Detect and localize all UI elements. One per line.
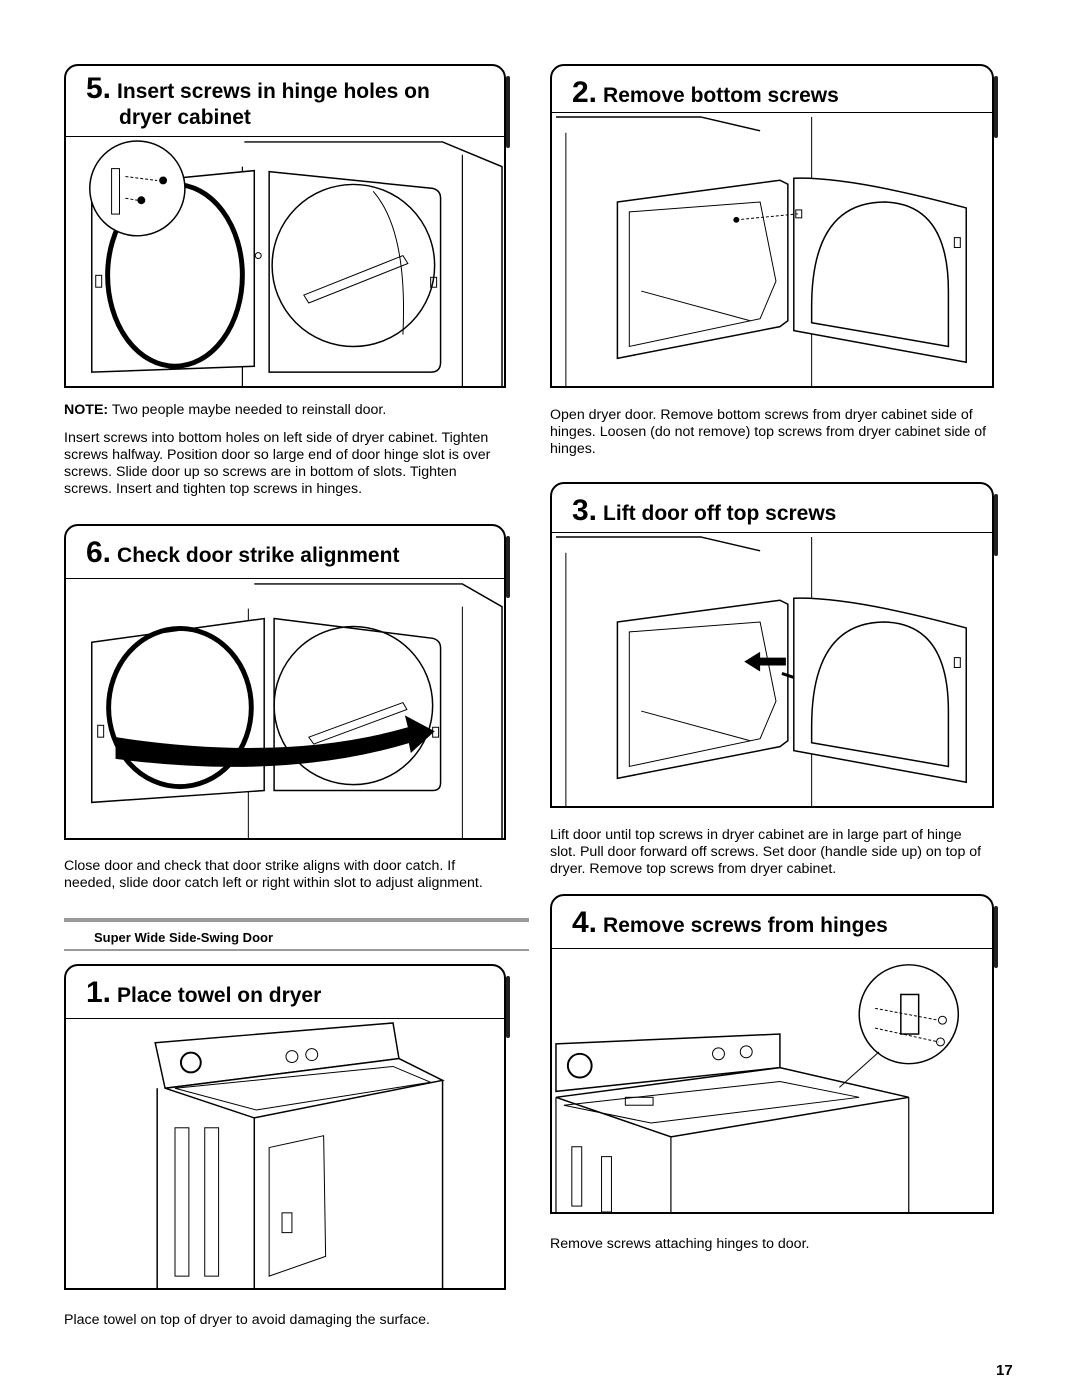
step5-note: NOTE: Two people maybe needed to reinsta… <box>64 402 504 419</box>
step5-body: Insert screws into bottom holes on left … <box>64 430 491 497</box>
step5-number: 5. <box>86 72 112 105</box>
step5-illustration <box>64 136 506 388</box>
step3-illustration <box>550 532 994 808</box>
step2-illustration <box>550 112 994 388</box>
step3-number: 3. <box>572 494 598 527</box>
page-number: 17 <box>996 1362 1013 1379</box>
note-text: Two people maybe needed to reinstall doo… <box>108 402 387 418</box>
step6-body: Close door and check that door strike al… <box>64 858 483 891</box>
section-rule-top <box>64 918 529 922</box>
step5-title-line2: dryer cabinet <box>119 106 251 129</box>
step1-body: Place towel on top of dryer to avoid dam… <box>64 1312 430 1328</box>
step1-title-text: Place towel on dryer <box>117 984 322 1007</box>
step4-title: 4.Remove screws from hinges <box>572 908 888 939</box>
step4-body: Remove screws attaching hinges to door. <box>550 1236 810 1252</box>
step2-body: Open dryer door. Remove bottom screws fr… <box>550 407 987 457</box>
step3-title: 3.Lift door off top screws <box>572 496 837 527</box>
step3-title-text: Lift door off top screws <box>603 502 837 525</box>
section-rule-bottom <box>64 949 529 951</box>
step5-title: 5.Insert screws in hinge holes on dryer … <box>86 74 430 131</box>
step6-illustration <box>64 578 506 840</box>
step5-title-line1: Insert screws in hinge holes on <box>117 80 430 103</box>
step1-illustration <box>64 1018 506 1290</box>
step1-title: 1.Place towel on dryer <box>86 978 322 1009</box>
step6-number: 6. <box>86 536 112 569</box>
step4-number: 4. <box>572 906 598 939</box>
step2-title-text: Remove bottom screws <box>603 84 839 107</box>
step1-number: 1. <box>86 976 112 1009</box>
step2-title: 2.Remove bottom screws <box>572 78 839 109</box>
step3-body: Lift door until top screws in dryer cabi… <box>550 827 982 877</box>
step4-illustration <box>550 948 994 1214</box>
note-label: NOTE: <box>64 402 109 418</box>
step2-number: 2. <box>572 76 598 109</box>
section-label: Super Wide Side-Swing Door <box>94 930 274 945</box>
step6-title: 6.Check door strike alignment <box>86 538 400 569</box>
step4-title-text: Remove screws from hinges <box>603 914 888 937</box>
step6-title-text: Check door strike alignment <box>117 544 400 567</box>
step5-panel: 5.Insert screws in hinge holes on dryer … <box>64 64 510 148</box>
